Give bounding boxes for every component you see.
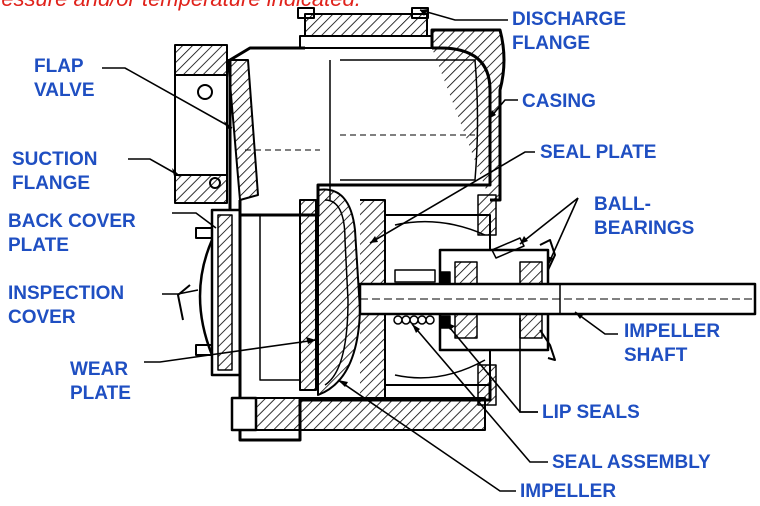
leader-impeller [337, 379, 516, 492]
label-inspection-cover: INSPECTION COVER [8, 283, 125, 328]
label-impeller: IMPELLER [520, 481, 617, 502]
suction-flange-part [174, 44, 228, 76]
leader-impeller-shaft [574, 311, 618, 335]
leader-flap-valve [102, 67, 233, 129]
label-discharge-flange: DISCHARGE FLANGE [512, 9, 627, 54]
label-lip-seals: LIP SEALS [542, 402, 640, 423]
leader-suction-flange [128, 158, 181, 177]
inspection-cover-part [198, 239, 214, 356]
leader-ball-bearings-1 [519, 197, 579, 245]
leader-casing [489, 99, 518, 119]
label-wear-plate: WEAR PLATE [70, 359, 131, 404]
label-casing: CASING [522, 91, 596, 112]
label-suction-flange: SUCTION FLANGE [12, 149, 98, 194]
label-seal-assembly: SEAL ASSEMBLY [552, 452, 711, 473]
leader-back-cover-plate [172, 212, 217, 229]
leader-seal-assembly [411, 323, 548, 463]
label-seal-plate: SEAL PLATE [540, 142, 657, 163]
label-flap-valve: FLAP VALVE [34, 56, 95, 101]
leader-lip-seals-2 [519, 318, 538, 413]
leader-ball-bearings-2 [547, 197, 579, 266]
label-ball-bearings: BALL- BEARINGS [594, 194, 695, 239]
caption-text: ressure and/or temperature indicated. [0, 0, 361, 12]
flap-valve-part [227, 59, 259, 201]
leader-wear-plate [144, 339, 317, 363]
leader-seal-plate [369, 151, 535, 244]
wear-plate-part [299, 199, 317, 391]
discharge-flange-part [304, 13, 428, 37]
label-back-cover-plate: BACK COVER PLATE [8, 211, 136, 256]
leader-inspection-cover [162, 289, 199, 295]
leader-discharge-flange [419, 9, 508, 21]
label-impeller-shaft: IMPELLER SHAFT [624, 321, 721, 366]
seal-assembly-part [393, 269, 436, 325]
